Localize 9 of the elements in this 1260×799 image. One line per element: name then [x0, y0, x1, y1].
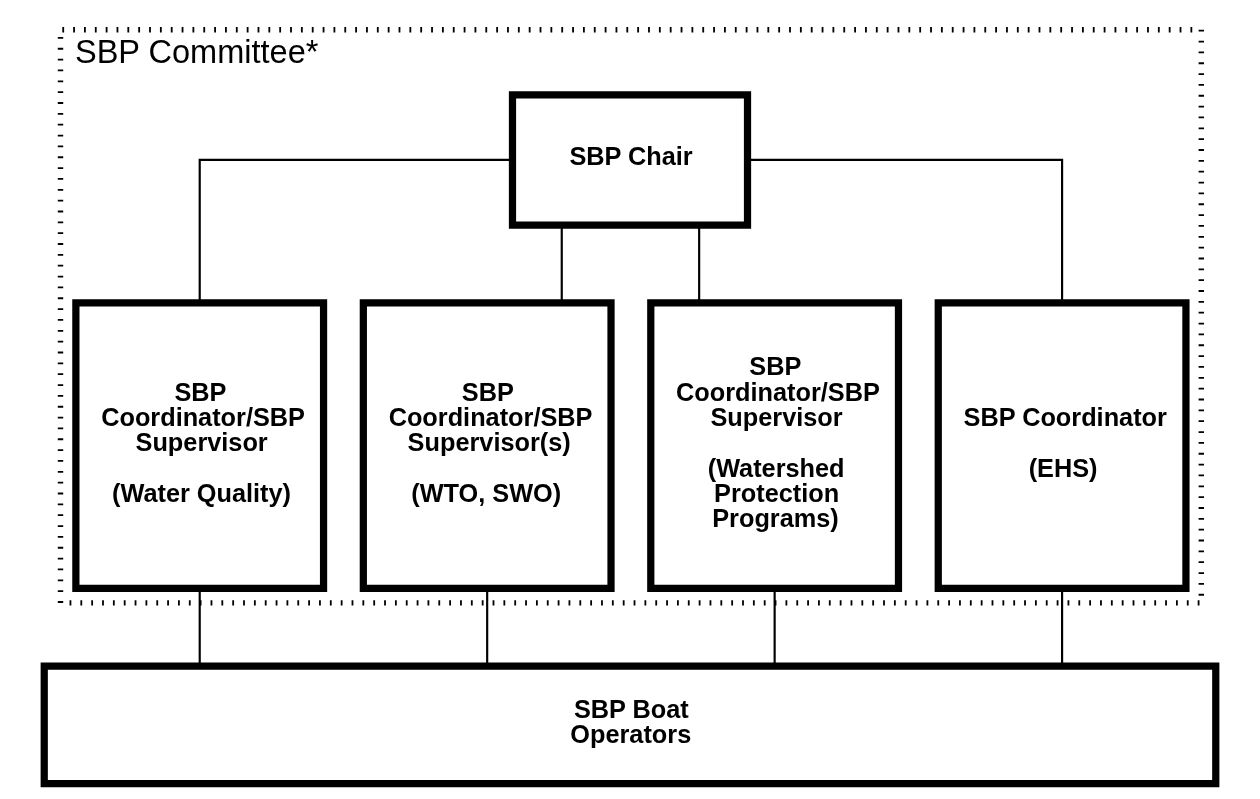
node-box: SBP Coordinator/SBP Supervisor(s) (WTO, SWO): [359, 299, 615, 593]
node-box: SBP Boat Operators: [40, 662, 1220, 788]
node-box: SBP Coordinator/SBP Supervisor (Water Quality): [72, 299, 328, 593]
connector: [698, 225, 701, 303]
connector: [748, 158, 1064, 303]
node-box: SBP Coordinator (EHS): [934, 299, 1190, 593]
node-box: SBP Coordinator/SBP Supervisor (Watershed Protection Programs): [647, 299, 903, 593]
connector: [560, 225, 563, 303]
node-box: SBP Chair: [508, 91, 752, 229]
